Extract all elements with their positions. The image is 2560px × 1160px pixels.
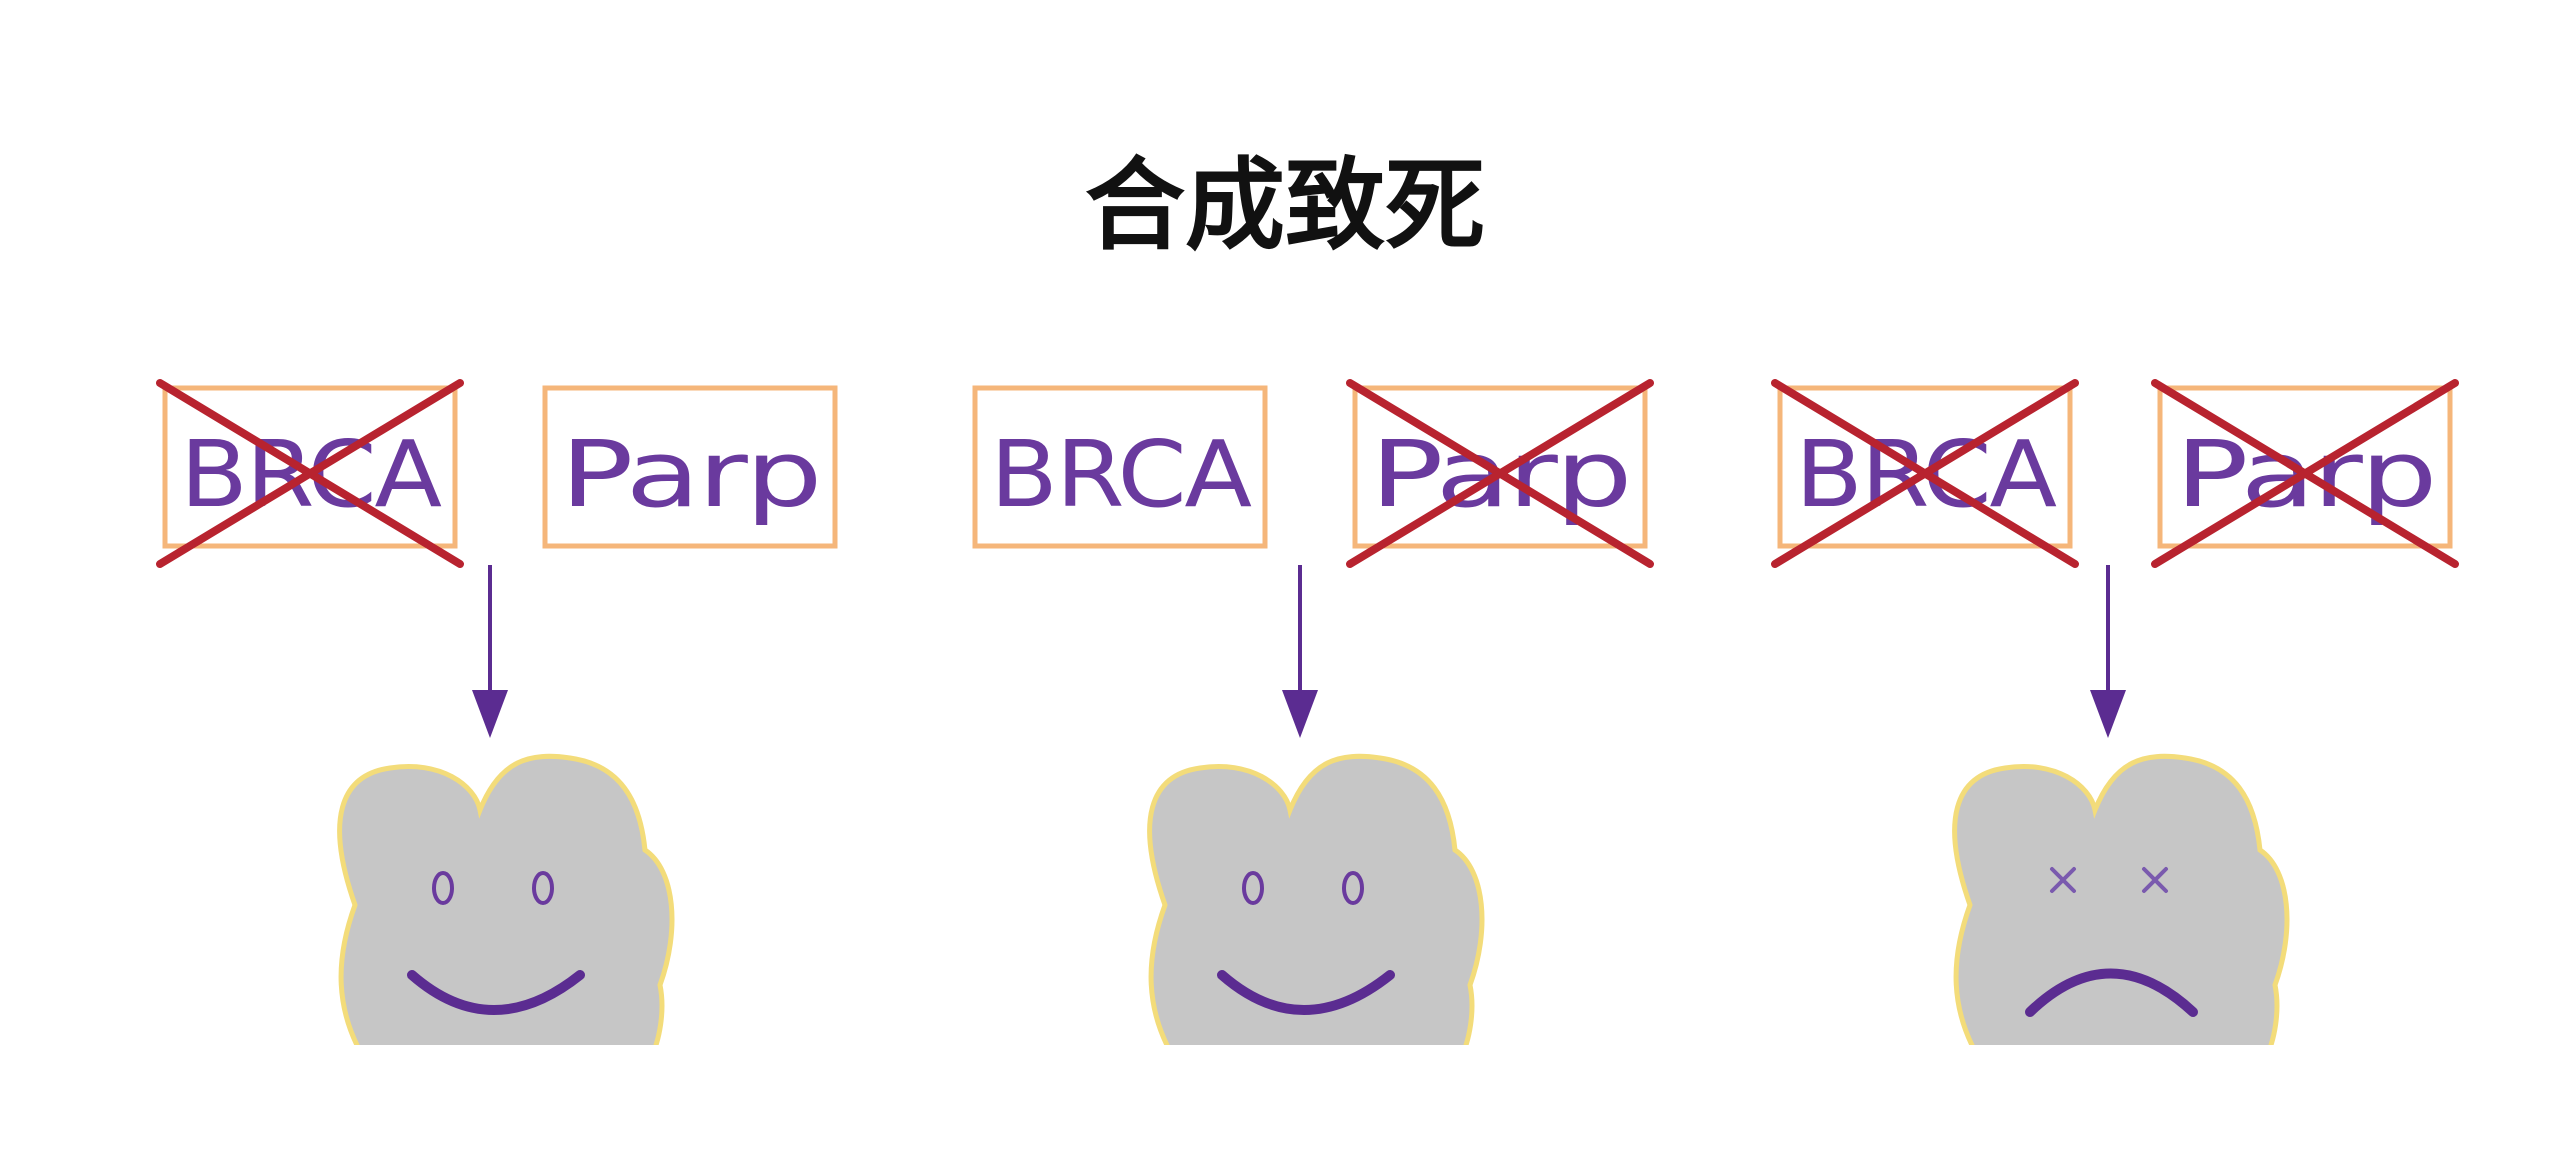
gene-box — [972, 385, 1268, 549]
down-arrow-icon — [2090, 565, 2126, 738]
knockout-cross-icon — [1771, 379, 2079, 568]
gene-brca: BRCA — [156, 379, 464, 568]
down-arrow-icon — [472, 565, 508, 738]
eye-icon — [532, 871, 554, 905]
eye-icon — [432, 871, 454, 905]
cell-body — [1147, 753, 1485, 1045]
gene-parp: Parp — [542, 385, 838, 549]
eye-icon — [1342, 871, 1364, 905]
knockout-cross-icon — [2151, 379, 2459, 568]
gene-box — [2157, 385, 2453, 549]
gene-brca: BRCA — [1771, 379, 2079, 568]
down-arrow-icon — [1282, 565, 1318, 738]
cell-dead — [1952, 753, 2290, 1045]
x-eye-icon — [2050, 867, 2076, 893]
knockout-cross-icon — [1346, 379, 1654, 568]
gene-brca: BRCA — [972, 385, 1268, 549]
knockout-cross-icon — [156, 379, 464, 568]
panel-2: BRCA Parp — [972, 379, 1654, 1045]
gene-label: Parp — [560, 421, 820, 528]
frown-mouth-icon — [2025, 968, 2198, 1017]
smile-mouth-icon — [1217, 970, 1395, 1015]
gene-box — [542, 385, 838, 549]
diagram-title: 合成致死 — [1085, 147, 1485, 264]
gene-parp: Parp — [1346, 379, 1654, 568]
x-eye-icon — [2142, 867, 2168, 893]
cell-alive — [337, 753, 675, 1045]
cell-body — [1952, 753, 2290, 1045]
panels: BRCA Parp BRCA Parp BRCA Parp — [156, 379, 2459, 1045]
gene-box — [1352, 385, 1648, 549]
gene-label: BRCA — [990, 421, 1252, 528]
cell-body — [337, 753, 675, 1045]
panel-1: BRCA Parp — [156, 379, 838, 1045]
panel-3: BRCA Parp — [1771, 379, 2459, 1045]
gene-box — [162, 385, 458, 549]
smile-mouth-icon — [407, 970, 585, 1015]
gene-box — [1777, 385, 2073, 549]
eye-icon — [1242, 871, 1264, 905]
gene-parp: Parp — [2151, 379, 2459, 568]
cell-alive — [1147, 753, 1485, 1045]
